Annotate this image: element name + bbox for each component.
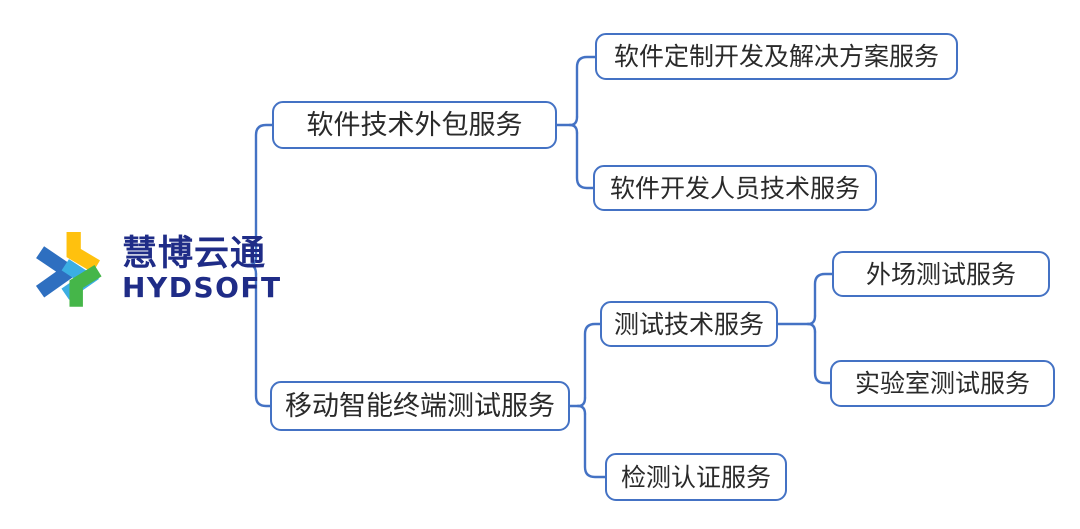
connector-root-to-level1 bbox=[240, 123, 274, 408]
hydsoft-asterisk-pinwheel-icon bbox=[35, 232, 102, 307]
connector-testing-tech-children bbox=[776, 272, 834, 385]
node-dev-staff: 软件开发人员技术服务 bbox=[593, 165, 877, 211]
node-custom-dev: 软件定制开发及解决方案服务 bbox=[595, 33, 958, 80]
node-field-testing: 外场测试服务 bbox=[832, 251, 1050, 297]
logo-name-english: HYDSOFT bbox=[122, 270, 282, 304]
node-certification: 检测认证服务 bbox=[605, 453, 787, 501]
node-lab-testing: 实验室测试服务 bbox=[830, 360, 1055, 407]
node-testing-tech: 测试技术服务 bbox=[600, 301, 778, 347]
logo-text: 慧博云通 HYDSOFT bbox=[122, 236, 282, 302]
node-mobile-testing: 移动智能终端测试服务 bbox=[270, 381, 570, 431]
company-logo: 慧博云通 HYDSOFT bbox=[28, 227, 282, 311]
connector-software-outsourcing-children bbox=[555, 55, 597, 190]
node-software-outsourcing: 软件技术外包服务 bbox=[272, 101, 557, 149]
connector-mobile-testing-children bbox=[568, 322, 607, 479]
logo-name-chinese: 慧博云通 bbox=[122, 233, 267, 274]
